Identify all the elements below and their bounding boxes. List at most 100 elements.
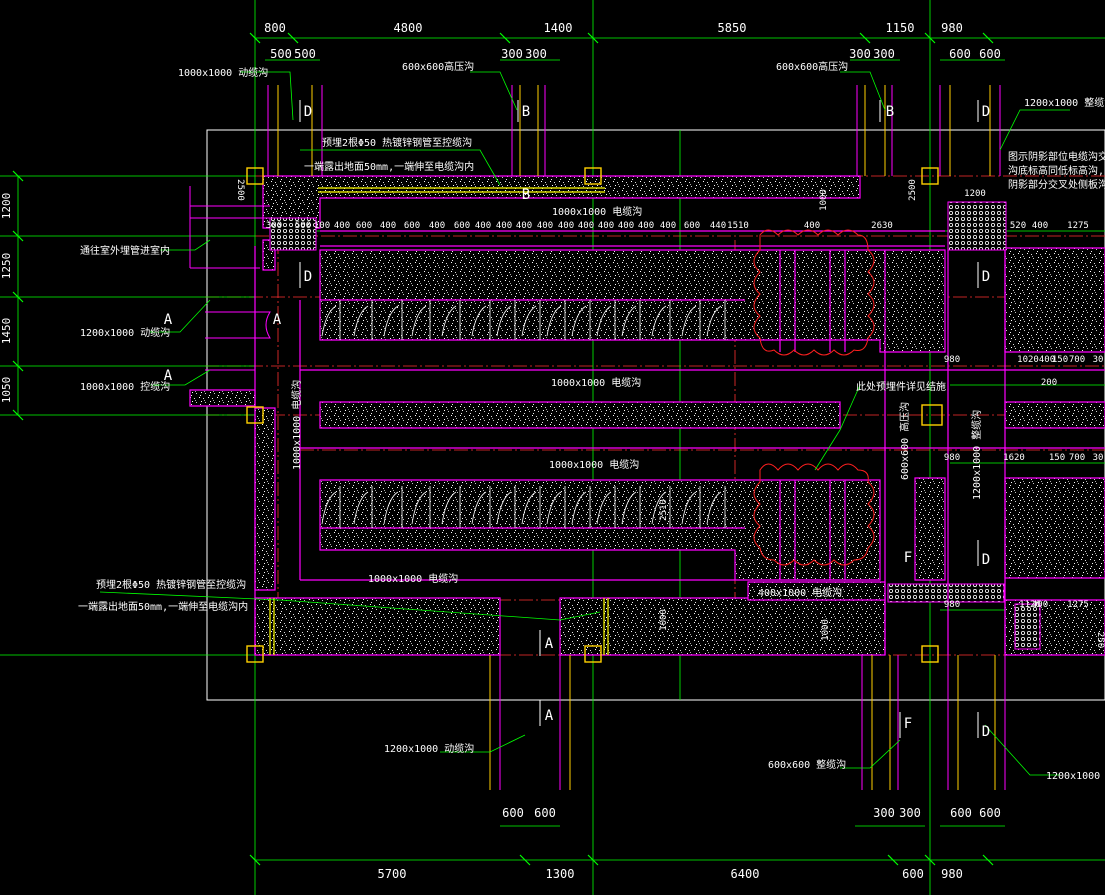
- label-trench_600_b: 600x600 整缆沟: [768, 758, 846, 771]
- cell-curve: [411, 491, 427, 525]
- dim-misc: 250: [1095, 632, 1105, 648]
- cell-curve: [496, 305, 512, 337]
- dim-misc: 1000: [821, 619, 831, 641]
- cell-curve: [706, 491, 722, 525]
- label-note_pipe_4: 一端露出地面50mm,一端伸至电缆沟内: [78, 600, 248, 613]
- cell-curve: [353, 305, 369, 337]
- dim-misc: 150: [1049, 453, 1065, 463]
- label-cable_1000_low: 1000x1000 电缆沟: [368, 572, 458, 585]
- dim-misc: 2500: [235, 179, 245, 201]
- section-marker: D: [982, 552, 990, 568]
- label-cable_1000_top: 1000x1000 电缆沟: [552, 205, 642, 218]
- cell-curve: [353, 491, 369, 525]
- dim-left: 1450: [0, 318, 13, 345]
- cell-curve: [651, 491, 667, 525]
- cell-curve: [411, 305, 427, 337]
- dim-top-sub: 500: [294, 47, 316, 61]
- cell-curve: [521, 491, 537, 525]
- left-trench-stubs: [189, 186, 271, 371]
- cell-curve: [521, 305, 537, 337]
- dim-top-sub: 600: [979, 47, 1001, 61]
- dim-top-sub: 300: [873, 47, 895, 61]
- label-cable_1000_mid1: 1000x1000 电缆沟: [551, 376, 641, 389]
- dim-misc: 2500: [908, 179, 918, 201]
- crossing-hatch: [269, 201, 1041, 650]
- dim-bottom-sub: 600: [534, 806, 556, 820]
- dim-bottom-sub: 600: [979, 806, 1001, 820]
- equipment-cells-top: [321, 300, 726, 340]
- section-marker: B: [886, 104, 894, 120]
- dim-row: 520: [1010, 221, 1026, 231]
- dim-misc: 1620: [1003, 453, 1025, 463]
- cell-curve: [546, 491, 562, 525]
- cell-curve: [471, 491, 487, 525]
- label-note_right_3: 阴影部分交叉处侧板沟深: [1008, 178, 1105, 191]
- cell-curve: [596, 491, 612, 525]
- dim-row: 400: [558, 221, 574, 231]
- cell-curve: [546, 305, 562, 337]
- dim-row: 400: [660, 221, 676, 231]
- dim-bottom: 980: [941, 867, 963, 881]
- dim-row: 500: [295, 221, 311, 231]
- cell-curve: [321, 491, 337, 525]
- trench-outlines: [254, 230, 1105, 655]
- dim-row: 400: [804, 221, 820, 231]
- label-note_right_1: 图示阴影部位电缆沟交叉做法: [1008, 150, 1105, 163]
- dim-misc: 400: [1039, 355, 1055, 365]
- dim-misc: 700: [1069, 355, 1085, 365]
- dim-misc: 200: [1041, 378, 1057, 388]
- section-marker: D: [982, 724, 990, 740]
- dim-bottom-sub: 300: [899, 806, 921, 820]
- dim-misc: 700: [1069, 453, 1085, 463]
- label-trench_1000_l: 1000x1000 控缆沟: [80, 380, 170, 393]
- section-marker: B: [522, 104, 530, 120]
- dim-top: 800: [264, 21, 286, 35]
- dim-row: 400: [618, 221, 634, 231]
- dim-row: 100: [314, 221, 330, 231]
- dim-left: 1200: [0, 193, 13, 220]
- dim-misc: 2510: [659, 499, 669, 521]
- leader-lines: [99, 71, 1070, 776]
- dim-left: 1050: [0, 377, 13, 404]
- dim-misc: 1020: [1017, 355, 1039, 365]
- dim-misc: 980: [944, 453, 960, 463]
- dim-row: 400: [537, 221, 553, 231]
- label-note_pipe_2: 一端露出地面50mm,一端伸至电缆沟内: [304, 160, 474, 173]
- dim-top: 980: [941, 21, 963, 35]
- dim-row: 600: [684, 221, 700, 231]
- cell-curve: [621, 305, 637, 337]
- label-trench_1200_tr: 1200x1000 整缆沟: [1024, 96, 1105, 109]
- label-trench_600_b2: 600x600高压沟: [776, 60, 848, 73]
- section-marker: D: [982, 104, 990, 120]
- dim-row: 400: [638, 221, 654, 231]
- section-marker: A: [164, 368, 173, 384]
- dim-misc: 1200: [964, 189, 986, 199]
- cell-curve: [681, 491, 697, 525]
- dim-top-sub: 300: [525, 47, 547, 61]
- dim-row: 600: [454, 221, 470, 231]
- dim-misc: 150: [1052, 355, 1068, 365]
- trench-fills: [189, 175, 1105, 656]
- label-cable_1000_v: 1000x1000 电缆沟: [290, 380, 303, 470]
- section-marker: A: [164, 312, 173, 328]
- section-marker: A: [273, 312, 282, 328]
- cell-curve: [706, 305, 722, 337]
- dim-misc: 980: [944, 355, 960, 365]
- label-cable_600_v: 600x600 高压沟: [898, 402, 911, 480]
- label-trench_1000_tl: 1000x1000 动缆沟: [178, 66, 268, 79]
- dim-bottom: 6400: [731, 867, 760, 881]
- dim-misc: 400: [1032, 600, 1048, 610]
- label-trench_1200_br: 1200x1000: [1046, 771, 1100, 782]
- cell-curve: [651, 305, 667, 337]
- dim-bottom: 1300: [546, 867, 575, 881]
- cell-curve: [571, 305, 587, 337]
- dim-top: 1400: [544, 21, 573, 35]
- cell-curve: [596, 305, 612, 337]
- dim-ticks: [12, 32, 994, 866]
- cell-curve: [681, 305, 697, 337]
- dim-misc: 30: [1093, 355, 1104, 365]
- dim-misc: 980: [944, 600, 960, 610]
- dim-row: 2630: [871, 221, 893, 231]
- section-marker: D: [982, 269, 990, 285]
